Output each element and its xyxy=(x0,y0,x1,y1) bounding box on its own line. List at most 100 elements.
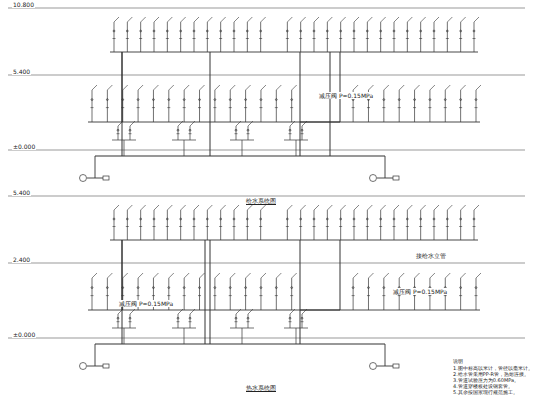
pipe xyxy=(154,210,155,240)
valve-symbol xyxy=(340,218,342,220)
pipe xyxy=(341,205,346,210)
pipe xyxy=(246,38,249,39)
valve-symbol xyxy=(393,176,399,180)
pipe xyxy=(366,226,369,227)
pipe xyxy=(214,90,215,122)
pipe xyxy=(260,22,261,52)
pipe xyxy=(433,226,436,227)
pipe xyxy=(275,107,278,108)
pipe xyxy=(141,17,146,22)
pipe xyxy=(290,107,293,108)
valve-symbol xyxy=(414,99,416,101)
pipe xyxy=(447,205,452,210)
pipe xyxy=(233,226,236,227)
pipe xyxy=(475,295,478,296)
pipe xyxy=(399,273,404,278)
pipe xyxy=(181,17,186,22)
valve-symbol xyxy=(246,218,248,220)
pipe xyxy=(341,17,346,22)
pipe xyxy=(381,205,386,210)
valve-symbol xyxy=(380,30,382,32)
valve-symbol xyxy=(313,218,315,220)
pipe xyxy=(327,17,332,22)
valve-symbol xyxy=(245,99,247,101)
pipe xyxy=(205,240,206,344)
valve-symbol xyxy=(91,99,93,101)
valve-symbol xyxy=(300,30,302,32)
pipe xyxy=(215,273,220,278)
level-mark: ±0.000 xyxy=(12,331,36,338)
pipe xyxy=(313,38,316,39)
pipe xyxy=(193,38,196,39)
pipe xyxy=(229,107,232,108)
pipe xyxy=(245,90,246,122)
pipe xyxy=(353,273,358,278)
pipe xyxy=(434,17,439,22)
valve-symbol xyxy=(393,30,395,32)
pipe xyxy=(246,226,249,227)
pipe xyxy=(286,226,289,227)
level-mark: 10.800 xyxy=(12,1,35,8)
pipe xyxy=(366,38,369,39)
valve-symbol xyxy=(473,218,475,220)
pipe xyxy=(460,278,461,310)
pipe xyxy=(314,205,319,210)
pipe xyxy=(206,226,209,227)
pipe xyxy=(220,22,221,52)
pipe xyxy=(123,273,128,278)
pipe xyxy=(220,210,221,240)
pipe xyxy=(229,295,232,296)
pipe xyxy=(124,140,125,156)
pipe xyxy=(169,273,174,278)
pipe xyxy=(447,210,448,240)
valve-symbol xyxy=(103,364,109,368)
pipe xyxy=(428,107,431,108)
pipe xyxy=(415,273,420,278)
meter-symbol xyxy=(370,175,377,182)
valve-symbol xyxy=(168,287,170,289)
pipe xyxy=(246,85,251,90)
pipe xyxy=(290,126,291,140)
pipe xyxy=(230,90,231,122)
valve-symbol xyxy=(460,287,462,289)
pipe xyxy=(167,210,168,240)
pipe xyxy=(314,17,319,22)
pipe xyxy=(139,38,142,39)
valve-symbol xyxy=(153,287,155,289)
pipe xyxy=(236,314,237,328)
pipe xyxy=(8,150,525,151)
pipe xyxy=(8,75,525,76)
pipe xyxy=(138,85,143,90)
pipe xyxy=(130,126,131,140)
valve-symbol xyxy=(393,364,399,368)
pipe xyxy=(413,295,416,296)
pipe xyxy=(92,90,93,122)
pipe xyxy=(301,17,306,22)
pipe xyxy=(430,273,435,278)
pipe xyxy=(275,295,278,296)
pipe xyxy=(434,205,439,210)
pipe xyxy=(210,240,211,344)
pipe xyxy=(168,90,169,122)
pipe xyxy=(302,314,303,328)
pipe xyxy=(234,205,239,210)
valve-symbol xyxy=(433,218,435,220)
valve-symbol xyxy=(126,218,128,220)
valve-symbol xyxy=(153,30,155,32)
valve-symbol xyxy=(180,218,182,220)
pipe xyxy=(8,338,525,339)
valve-symbol xyxy=(206,30,208,32)
valve-symbol xyxy=(301,129,303,131)
pipe xyxy=(130,309,135,314)
pipe xyxy=(140,22,141,52)
pipe xyxy=(393,226,396,227)
valve-symbol xyxy=(117,317,119,319)
pipe xyxy=(407,205,412,210)
pipe xyxy=(339,226,342,227)
pipe xyxy=(353,226,356,227)
pipe xyxy=(95,344,96,366)
pipe xyxy=(380,22,381,52)
pipe xyxy=(445,90,446,122)
